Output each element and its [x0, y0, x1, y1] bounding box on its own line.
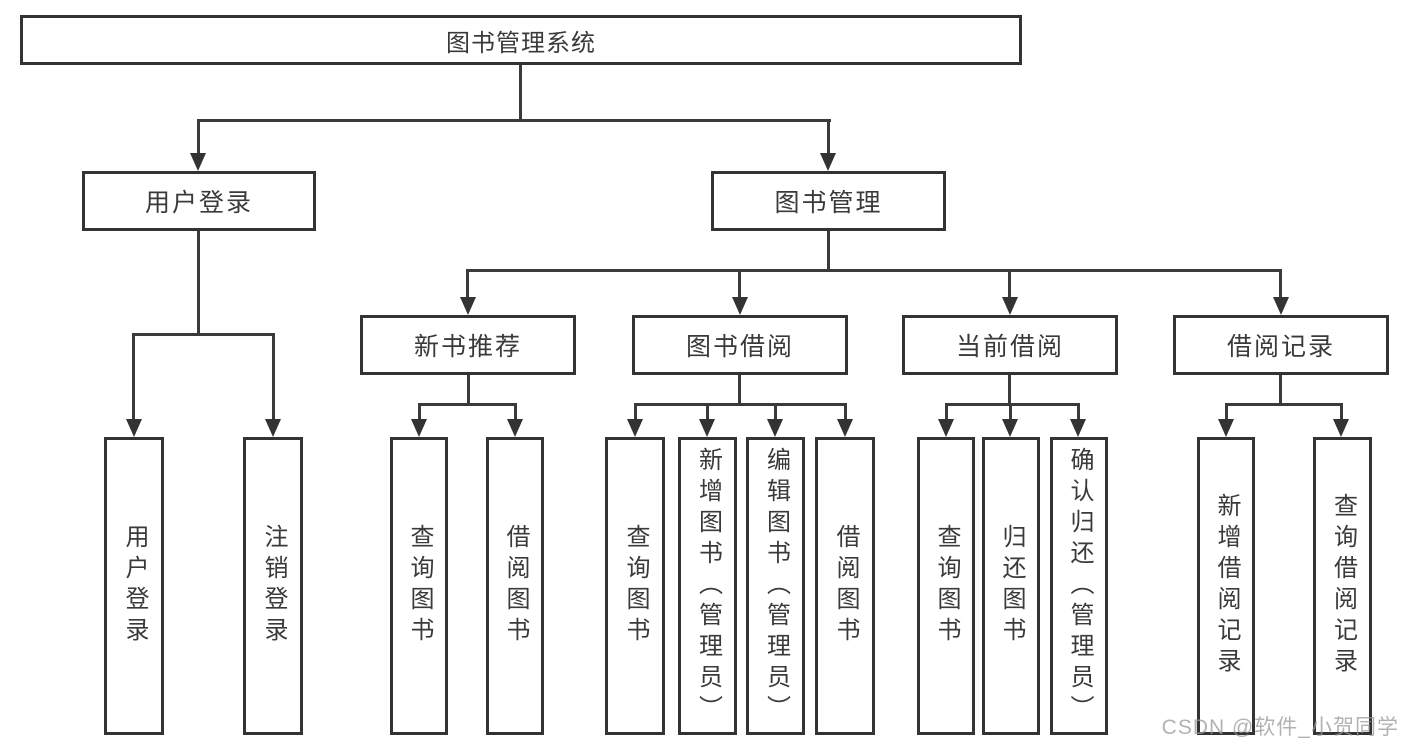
arrowhead-new-book — [460, 297, 476, 315]
arrowhead-user-login — [190, 153, 206, 171]
arrowhead-book-mgmt — [820, 153, 836, 171]
connector-drop-new-book — [466, 269, 469, 297]
connector-root-hline — [197, 119, 831, 122]
leaf-user-login: 用户登录 — [104, 437, 164, 735]
leaf-logout-label: 注销登录 — [260, 524, 287, 648]
connector-drop-cb-query — [945, 403, 948, 421]
connector-drop-user-login — [197, 119, 200, 155]
connector-current-borrow-stem — [1008, 375, 1011, 406]
connector-drop-borrow-records — [1279, 269, 1282, 297]
node-root-label: 图书管理系统 — [446, 29, 596, 57]
arrowhead-cb-return — [1002, 419, 1018, 437]
leaf-cb-return-books-label: 归还图书 — [998, 524, 1025, 648]
node-book-management-label: 图书管理 — [774, 189, 883, 217]
node-new-book-recommend: 新书推荐 — [360, 315, 576, 375]
connector-drop-bb-edit — [774, 403, 777, 421]
connector-drop-book-borrow — [738, 269, 741, 297]
leaf-nb-query-books: 查询图书 — [390, 437, 448, 735]
leaf-br-add-record: 新增借阅记录 — [1197, 437, 1255, 735]
connector-drop-bb-query — [634, 403, 637, 421]
node-user-login-label: 用户登录 — [144, 189, 253, 217]
arrowhead-book-borrow — [732, 297, 748, 315]
connector-drop-bb-borrow — [844, 403, 847, 421]
connector-new-book-hline — [418, 403, 517, 406]
arrowhead-cb-confirm — [1070, 419, 1086, 437]
node-book-management: 图书管理 — [711, 171, 946, 231]
node-current-borrow: 当前借阅 — [902, 315, 1118, 375]
connector-drop-br-add — [1225, 403, 1228, 421]
node-current-borrow-label: 当前借阅 — [955, 333, 1064, 361]
arrowhead-bb-add — [699, 419, 715, 437]
leaf-bb-query-books-label: 查询图书 — [622, 524, 649, 648]
arrowhead-leaf-logout — [265, 419, 281, 437]
connector-new-book-stem — [467, 375, 470, 406]
arrowhead-bb-edit — [767, 419, 783, 437]
csdn-watermark: CSDN @软件_小贺同学 — [1161, 716, 1399, 739]
connector-root-stem — [519, 65, 522, 120]
leaf-cb-confirm-return-admin-label: 确认归还（管理员） — [1066, 446, 1093, 726]
leaf-bb-borrow-books-label: 借阅图书 — [832, 524, 859, 648]
arrowhead-borrow-records — [1273, 297, 1289, 315]
leaf-nb-query-books-label: 查询图书 — [406, 524, 433, 648]
connector-borrow-records-hline — [1225, 403, 1343, 406]
node-root: 图书管理系统 — [20, 15, 1022, 65]
leaf-nb-borrow-books: 借阅图书 — [486, 437, 544, 735]
connector-drop-br-query — [1340, 403, 1343, 421]
node-borrow-records-label: 借阅记录 — [1226, 333, 1335, 361]
connector-drop-bb-add — [706, 403, 709, 421]
arrowhead-bb-query — [627, 419, 643, 437]
connector-drop-leaf-logout — [272, 333, 275, 419]
node-book-borrow-label: 图书借阅 — [685, 333, 794, 361]
arrowhead-cb-query — [938, 419, 954, 437]
arrowhead-leaf-login — [126, 419, 142, 437]
arrowhead-nb-query — [411, 419, 427, 437]
connector-book-borrow-stem — [738, 375, 741, 406]
connector-drop-cb-return — [1009, 403, 1012, 421]
leaf-cb-query-books: 查询图书 — [917, 437, 975, 735]
connector-borrow-records-stem — [1279, 375, 1282, 406]
arrowhead-current-borrow — [1002, 297, 1018, 315]
connector-drop-nb-query — [418, 403, 421, 421]
connector-drop-current-borrow — [1008, 269, 1011, 297]
connector-drop-book-mgmt — [827, 119, 830, 155]
leaf-bb-query-books: 查询图书 — [605, 437, 665, 735]
connector-user-login-hline — [132, 333, 275, 336]
leaf-user-login-label: 用户登录 — [121, 524, 148, 648]
connector-drop-leaf-login — [132, 333, 135, 419]
leaf-bb-borrow-books: 借阅图书 — [815, 437, 875, 735]
connector-book-mgmt-hline — [466, 269, 1282, 272]
connector-book-mgmt-stem — [827, 231, 830, 271]
arrowhead-br-query — [1333, 419, 1349, 437]
node-borrow-records: 借阅记录 — [1173, 315, 1389, 375]
leaf-br-add-record-label: 新增借阅记录 — [1213, 493, 1240, 679]
leaf-logout: 注销登录 — [243, 437, 303, 735]
node-new-book-recommend-label: 新书推荐 — [413, 333, 522, 361]
connector-book-borrow-hline — [634, 403, 846, 406]
leaf-br-query-record: 查询借阅记录 — [1313, 437, 1372, 735]
connector-user-login-stem — [197, 231, 200, 335]
leaf-cb-query-books-label: 查询图书 — [933, 524, 960, 648]
connector-drop-nb-borrow — [514, 403, 517, 421]
leaf-nb-borrow-books-label: 借阅图书 — [502, 524, 529, 648]
arrowhead-bb-borrow — [837, 419, 853, 437]
leaf-bb-add-books-admin: 新增图书（管理员） — [678, 437, 737, 735]
arrowhead-nb-borrow — [507, 419, 523, 437]
leaf-bb-add-books-admin-label: 新增图书（管理员） — [694, 446, 722, 726]
leaf-br-query-record-label: 查询借阅记录 — [1329, 493, 1357, 679]
connector-current-borrow-hline — [945, 403, 1080, 406]
arrowhead-br-add — [1218, 419, 1234, 437]
connector-drop-cb-confirm — [1077, 403, 1080, 421]
leaf-cb-return-books: 归还图书 — [982, 437, 1040, 735]
leaf-cb-confirm-return-admin: 确认归还（管理员） — [1050, 437, 1108, 735]
node-user-login: 用户登录 — [82, 171, 316, 231]
leaf-bb-edit-books-admin-label: 编辑图书（管理员） — [762, 446, 790, 726]
node-book-borrow: 图书借阅 — [632, 315, 848, 375]
leaf-bb-edit-books-admin: 编辑图书（管理员） — [746, 437, 805, 735]
